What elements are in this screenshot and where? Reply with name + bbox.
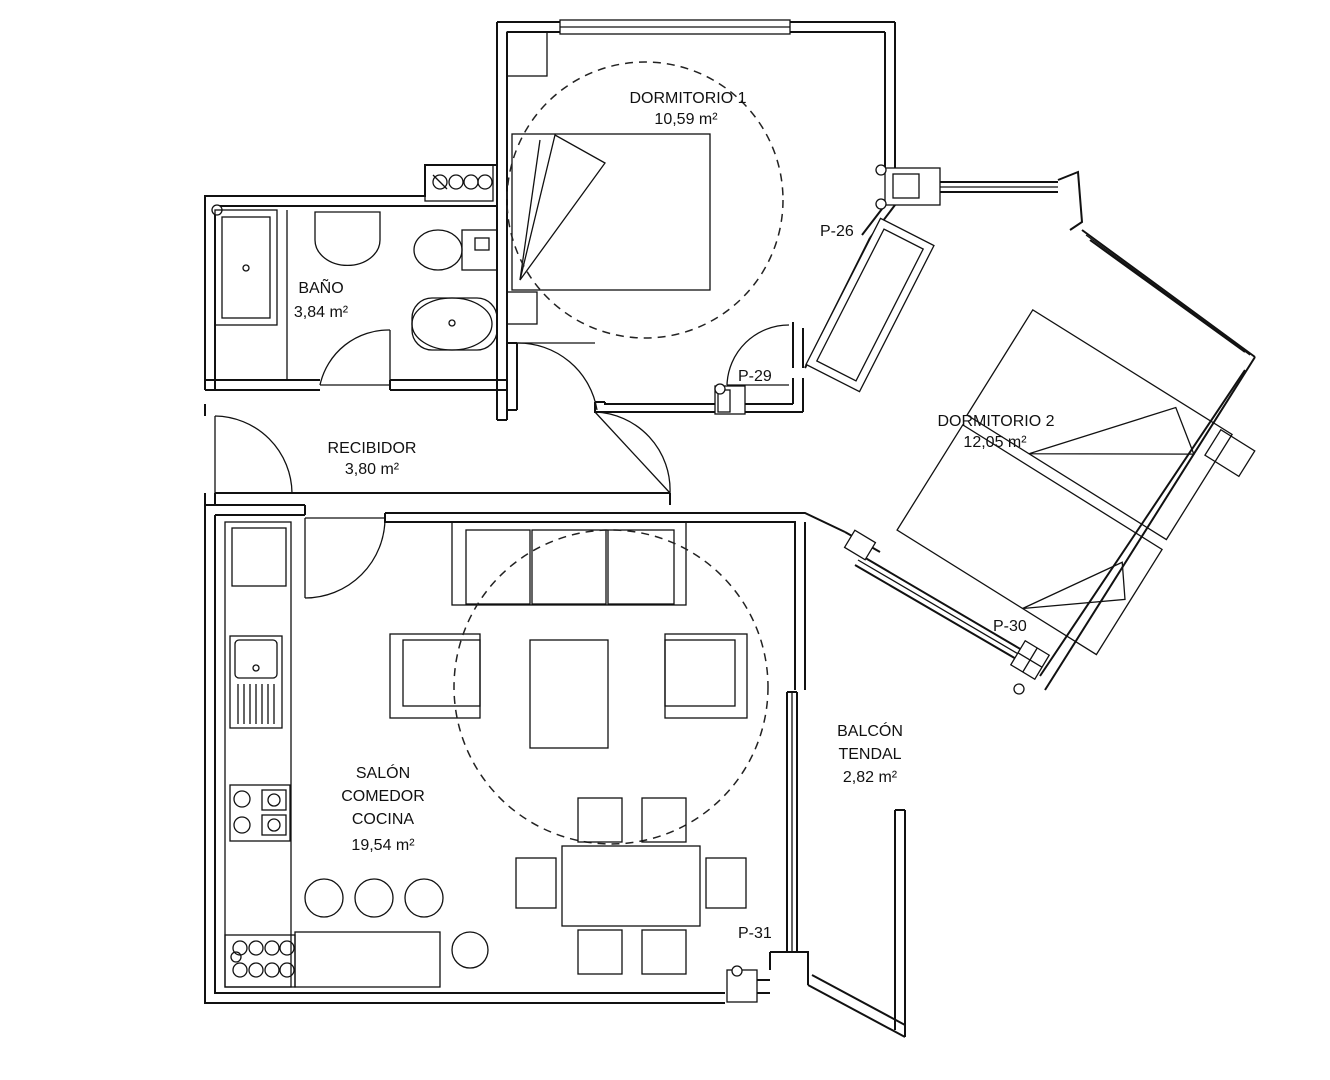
pillars: [211, 164, 1051, 1003]
salon-line-3: COCINA: [352, 811, 415, 828]
dormitorio-2-name: DORMITORIO 2: [937, 413, 1054, 430]
bano-area: 3,84 m²: [294, 304, 349, 321]
recibidor-area: 3,80 m²: [345, 461, 400, 478]
salon-line-2: COMEDOR: [341, 788, 425, 805]
pillar-label-p26: P-26: [820, 223, 854, 240]
dormitorio-1-area: 10,59 m²: [654, 111, 718, 128]
pillar-label-p30: P-30: [993, 618, 1027, 635]
salon-area: 19,54 m²: [351, 837, 415, 854]
salon-furniture: [224, 521, 769, 988]
dormitorio-1-name: DORMITORIO 1: [629, 90, 746, 107]
balcon-line-1: BALCÓN: [837, 721, 903, 740]
pillar-label-p31: P-31: [738, 925, 772, 942]
salon-line-1: SALÓN: [356, 763, 410, 782]
dormitorio-2-furniture: [896, 308, 1256, 656]
walls: [204, 19, 1256, 1038]
pillar-labels: P-26 P-29 P-30 P-31: [738, 223, 1027, 942]
bano-name: BAÑO: [298, 277, 343, 297]
balcon-area: 2,82 m²: [843, 769, 898, 786]
dormitorio-2-area: 12,05 m²: [963, 434, 1027, 451]
recibidor-name: RECIBIDOR: [328, 440, 417, 457]
pillar-label-p29: P-29: [738, 368, 772, 385]
room-labels: DORMITORIO 1 10,59 m² DORMITORIO 2 12,05…: [294, 90, 1055, 854]
bano-furniture: [214, 164, 498, 380]
doors: [214, 217, 935, 599]
balcon-line-2: TENDAL: [838, 746, 901, 763]
dormitorio-1-furniture: [506, 31, 784, 339]
